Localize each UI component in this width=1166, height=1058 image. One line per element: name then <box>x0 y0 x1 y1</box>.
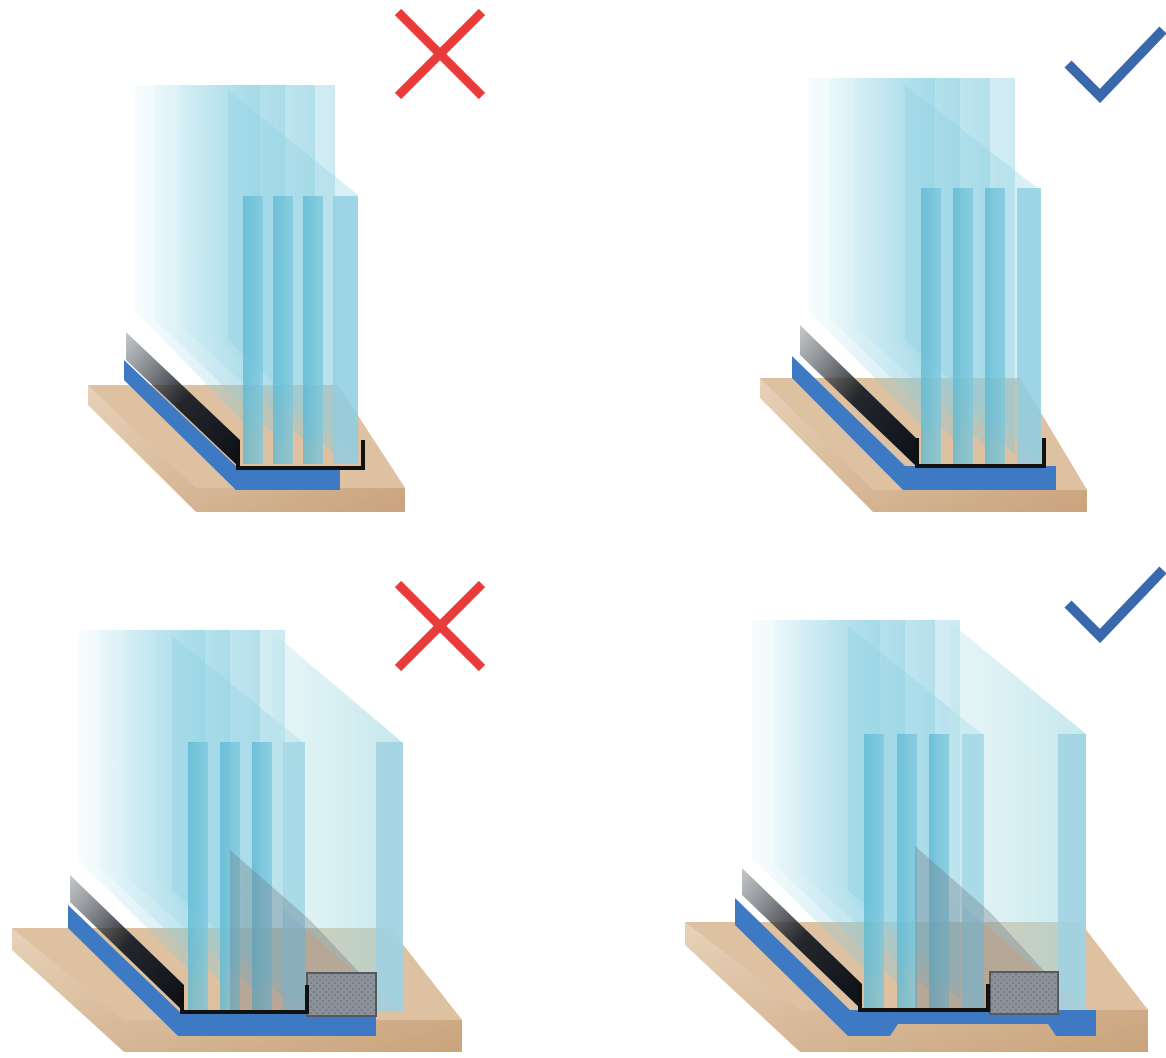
setting-block <box>307 973 376 1016</box>
cross-icon <box>398 584 482 668</box>
panel-top-right <box>760 30 1163 512</box>
panel-bottom-right <box>685 570 1163 1052</box>
checkmark-icon <box>1068 30 1163 96</box>
cross-icon <box>398 12 482 96</box>
setting-block <box>990 972 1058 1014</box>
checkmark-icon <box>1068 570 1163 636</box>
panel-bottom-left <box>12 584 482 1052</box>
panel-top-left <box>88 12 482 512</box>
